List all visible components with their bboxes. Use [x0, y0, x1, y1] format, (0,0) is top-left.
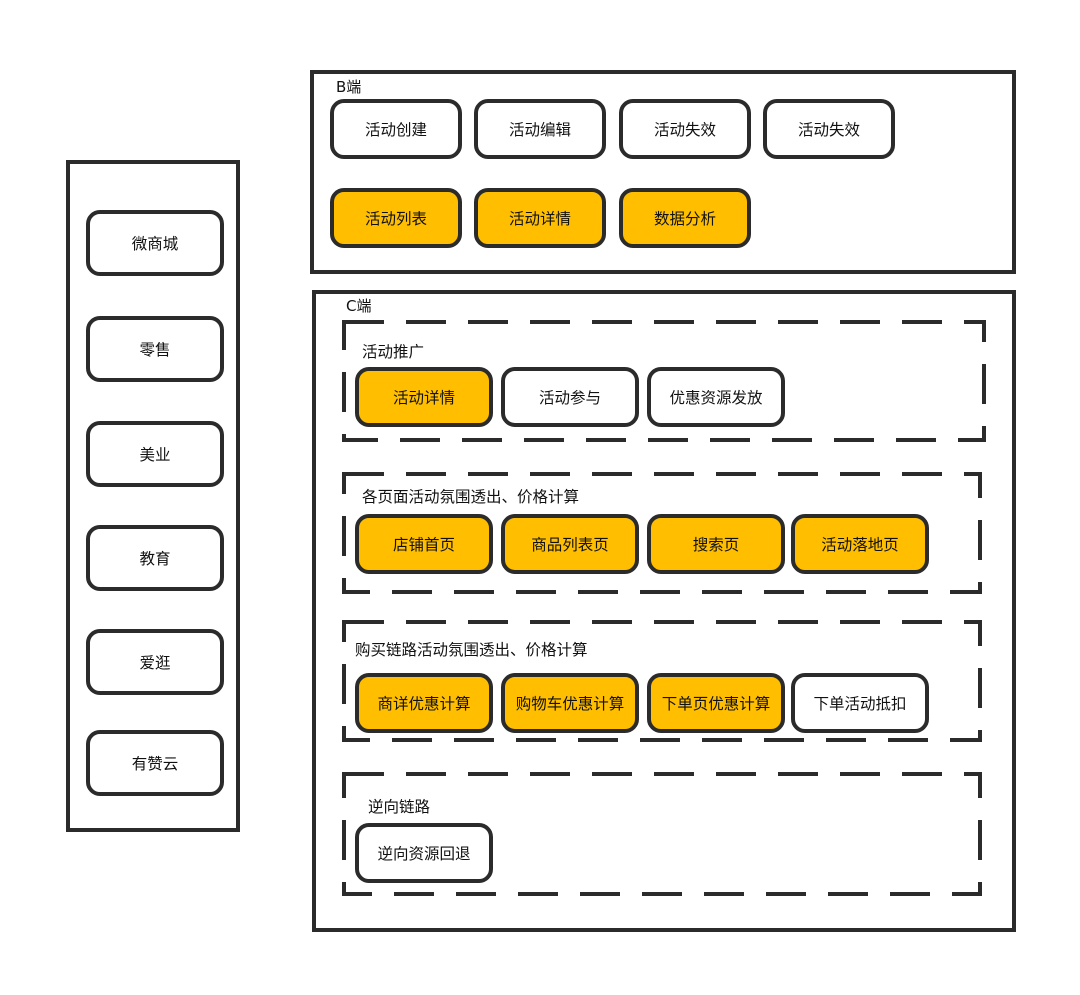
c-product-list-button[interactable]: 商品列表页 [501, 514, 639, 574]
b-data-analysis-button[interactable]: 数据分析 [619, 188, 751, 248]
sidebar-item-youzanyun[interactable]: 有赞云 [86, 730, 224, 796]
sidebar-item-weishangcheng[interactable]: 微商城 [86, 210, 224, 276]
group-title-promotion: 活动推广 [362, 343, 425, 361]
sidebar-item-retail[interactable]: 零售 [86, 316, 224, 382]
b-activity-invalidate-button[interactable]: 活动失效 [619, 99, 751, 159]
b-activity-create-button[interactable]: 活动创建 [330, 99, 462, 159]
c-cart-discount-button[interactable]: 购物车优惠计算 [501, 673, 639, 733]
group-title-purchase-flow: 购买链路活动氛围透出、价格计算 [355, 641, 588, 659]
sidebar-item-beauty[interactable]: 美业 [86, 421, 224, 487]
group-frame-promotion [342, 320, 986, 442]
b-activity-detail-button[interactable]: 活动详情 [474, 188, 606, 248]
c-landing-page-button[interactable]: 活动落地页 [791, 514, 929, 574]
c-order-page-discount-button[interactable]: 下单页优惠计算 [647, 673, 785, 733]
sidebar-item-aiguang[interactable]: 爱逛 [86, 629, 224, 695]
c-panel-title: C端 [346, 297, 372, 315]
c-activity-detail-button[interactable]: 活动详情 [355, 367, 493, 427]
c-side-panel [312, 290, 1016, 932]
sidebar-item-education[interactable]: 教育 [86, 525, 224, 591]
b-activity-invalidate-button-2[interactable]: 活动失效 [763, 99, 895, 159]
group-frame-purchase-flow [342, 620, 982, 742]
b-side-panel [310, 70, 1016, 274]
c-resource-rollback-button[interactable]: 逆向资源回退 [355, 823, 493, 883]
c-activity-join-button[interactable]: 活动参与 [501, 367, 639, 427]
business-line-sidebar: 微商城 零售 美业 教育 爱逛 有赞云 [66, 160, 240, 832]
c-detail-discount-button[interactable]: 商详优惠计算 [355, 673, 493, 733]
group-frame-reverse-flow [342, 772, 982, 896]
c-shop-home-button[interactable]: 店铺首页 [355, 514, 493, 574]
b-activity-edit-button[interactable]: 活动编辑 [474, 99, 606, 159]
c-search-page-button[interactable]: 搜索页 [647, 514, 785, 574]
group-title-reverse-flow: 逆向链路 [368, 798, 431, 816]
group-title-page-display: 各页面活动氛围透出、价格计算 [362, 488, 580, 506]
b-activity-list-button[interactable]: 活动列表 [330, 188, 462, 248]
c-order-deduction-button[interactable]: 下单活动抵扣 [791, 673, 929, 733]
group-frame-page-display [342, 472, 982, 594]
b-panel-title: B端 [336, 78, 362, 96]
c-coupon-issue-button[interactable]: 优惠资源发放 [647, 367, 785, 427]
